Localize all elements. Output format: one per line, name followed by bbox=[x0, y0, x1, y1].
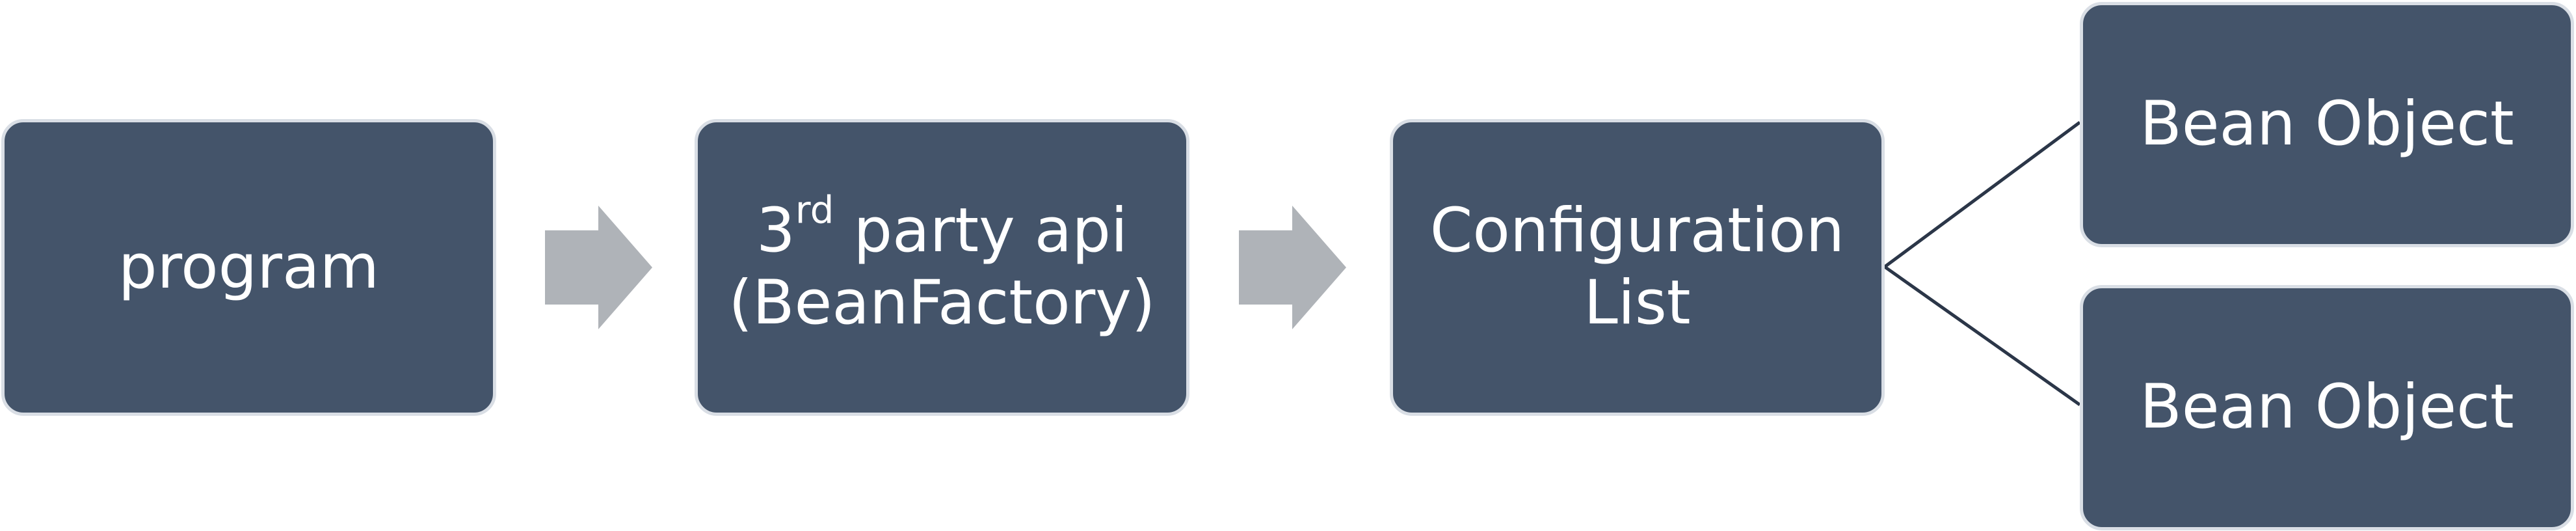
api-line-1-text: party api bbox=[834, 195, 1128, 267]
config-line-1: Configuration bbox=[1429, 195, 1845, 267]
api-ordinal-suffix: rd bbox=[795, 187, 834, 232]
api-box: 3rd party api (BeanFactory) bbox=[695, 119, 1189, 416]
config-line-2: List bbox=[1584, 267, 1691, 338]
bean-object-label-1: Bean Object bbox=[2140, 88, 2514, 160]
arrow-api-to-config bbox=[1239, 206, 1346, 329]
arrow-program-to-api bbox=[545, 206, 652, 329]
program-box: program bbox=[1, 119, 496, 416]
configuration-list-box: Configuration List bbox=[1390, 119, 1885, 416]
connector-config-to-bean-2 bbox=[1883, 265, 2081, 407]
api-line-2: (BeanFactory) bbox=[728, 267, 1156, 338]
connector-config-to-bean-1 bbox=[1883, 120, 2081, 269]
api-label: 3rd party api (BeanFactory) bbox=[728, 191, 1156, 340]
bean-object-box-1: Bean Object bbox=[2080, 2, 2574, 247]
bean-object-label-2: Bean Object bbox=[2140, 372, 2514, 443]
program-label: program bbox=[118, 231, 380, 303]
configuration-list-label: Configuration List bbox=[1430, 195, 1844, 340]
api-ordinal-number: 3 bbox=[756, 195, 795, 267]
api-line-1: 3rd party api bbox=[756, 191, 1128, 267]
bean-object-box-2: Bean Object bbox=[2080, 285, 2574, 530]
